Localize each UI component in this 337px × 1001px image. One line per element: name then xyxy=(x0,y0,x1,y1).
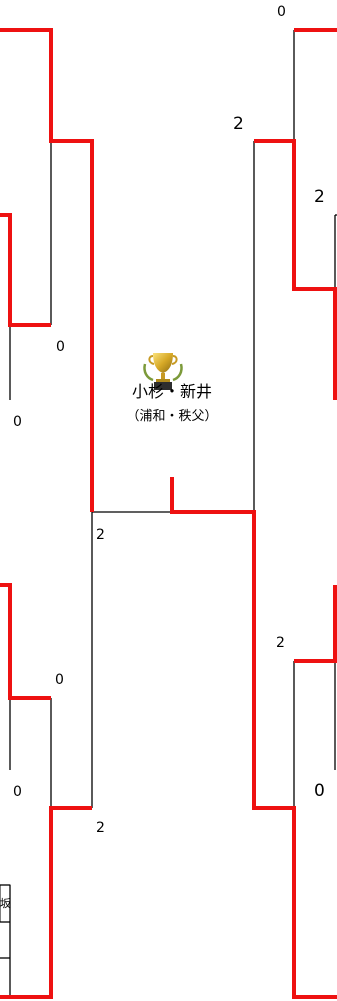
score-right-upper-quarter: 2 xyxy=(314,187,325,207)
left-bracket-black-lines xyxy=(0,141,172,997)
edge-table-fragment xyxy=(0,884,11,923)
score-left-lower-quarter: 0 xyxy=(55,672,64,688)
score-right-lower-bottom: 0 xyxy=(314,781,325,801)
edge-table-text: 坂 xyxy=(0,897,11,910)
champion-label: 小杉・新井 （浦和・秩父） xyxy=(105,382,239,426)
score-right-lower-quarter: 2 xyxy=(276,635,285,651)
score-left-lower-first: 0 xyxy=(13,784,22,800)
score-left-upper-quarter: 0 xyxy=(56,339,65,355)
score-left-semi-final: 2 xyxy=(96,527,105,543)
champion-name: 小杉・新井 xyxy=(131,382,212,401)
score-right-upper-semi: 2 xyxy=(233,114,244,134)
champion-team: （浦和・秩父） xyxy=(126,409,218,424)
score-top-right-top: 0 xyxy=(277,4,286,20)
score-left-upper-first: 0 xyxy=(13,414,22,430)
trophy-icon xyxy=(143,353,183,390)
winner-path-lines xyxy=(0,28,337,999)
score-left-lower-semi: 2 xyxy=(96,820,105,836)
